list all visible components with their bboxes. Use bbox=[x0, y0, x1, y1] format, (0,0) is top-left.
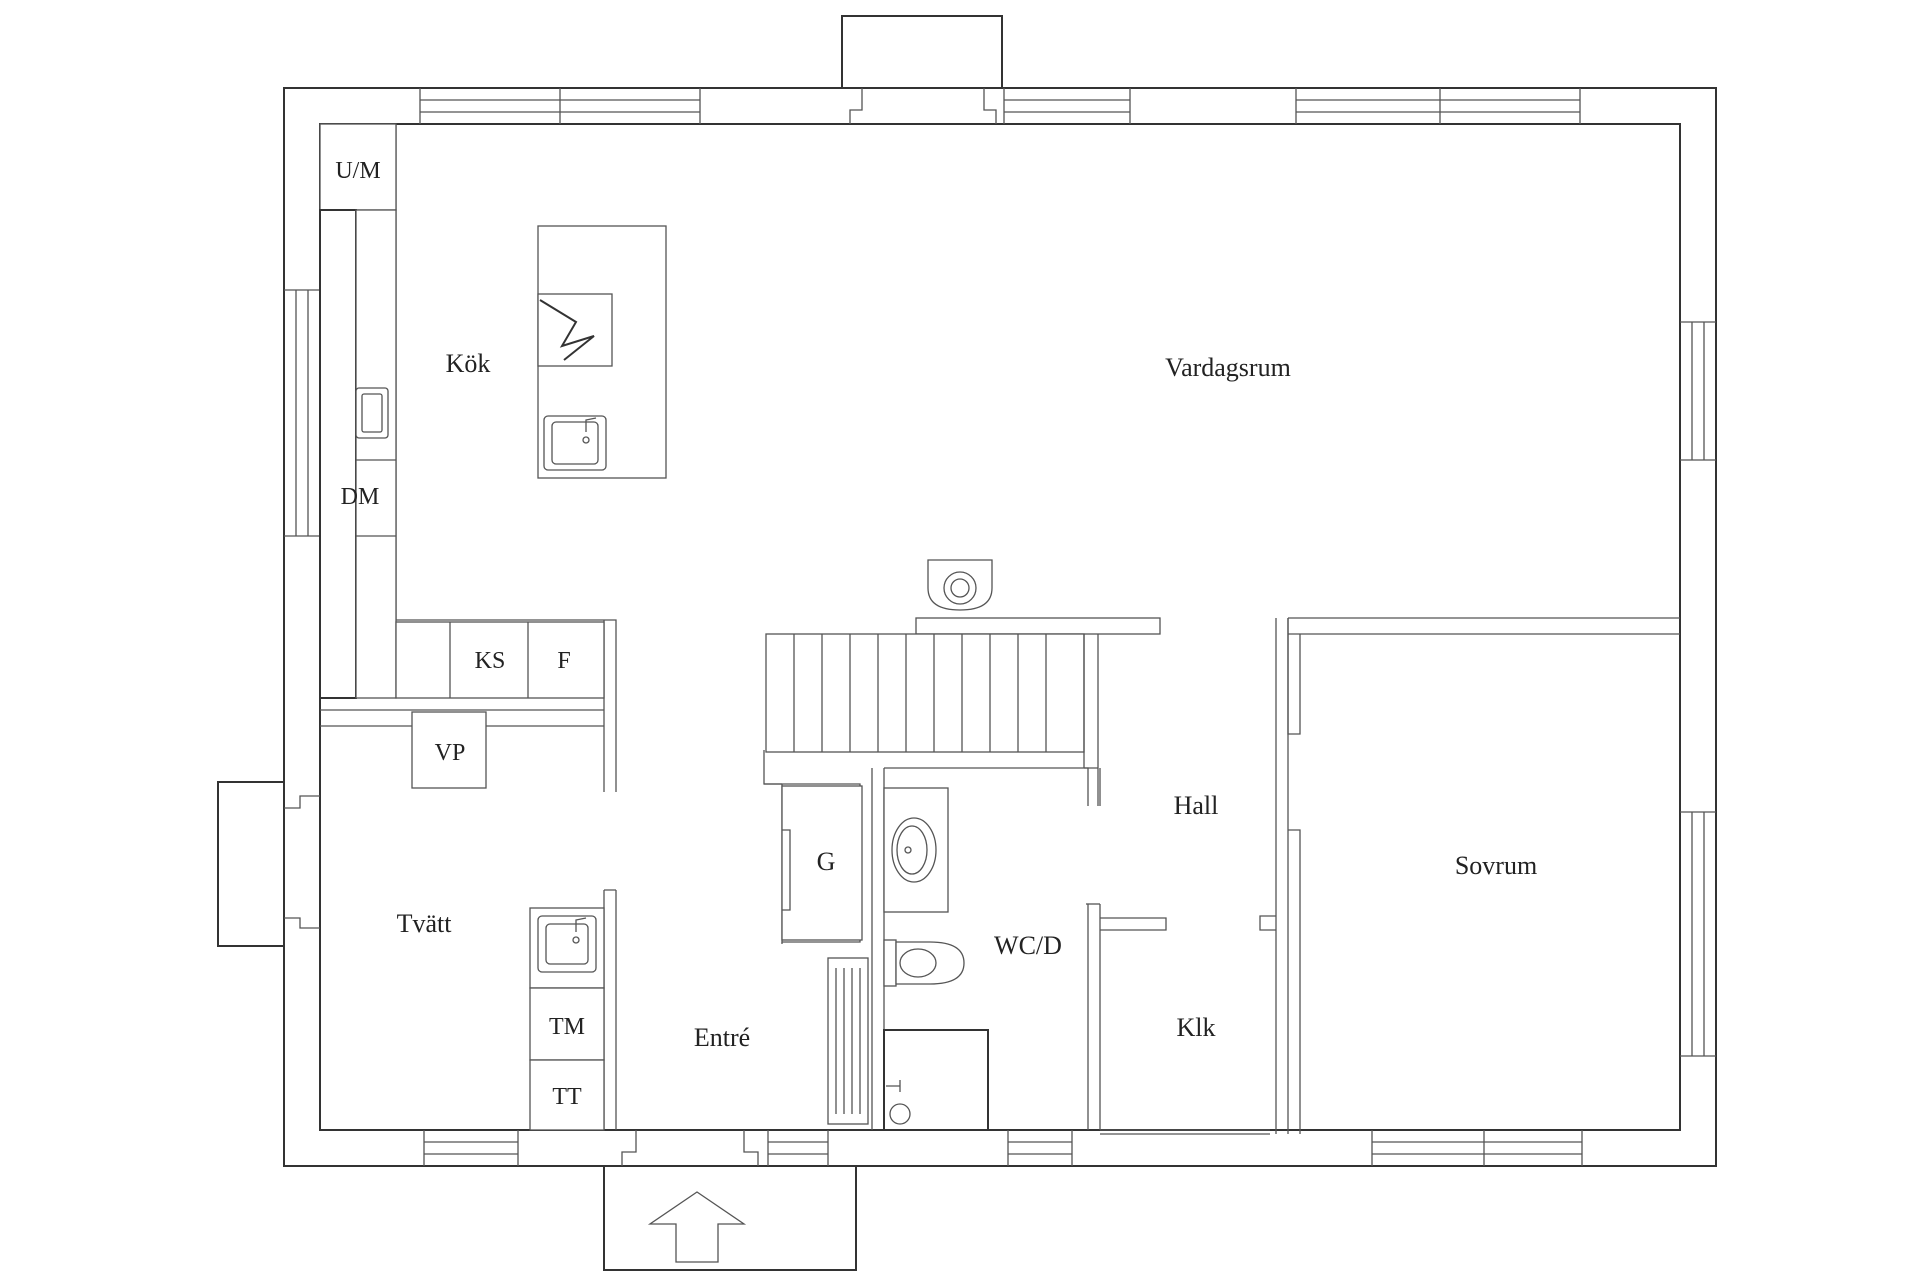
chimney-inner bbox=[849, 88, 997, 124]
water-heater-label: VP bbox=[435, 740, 466, 766]
laundry-fixtures bbox=[411, 711, 605, 1131]
kitchen-label: Kök bbox=[446, 349, 491, 378]
front-door-opening bbox=[621, 1130, 759, 1166]
front-porch bbox=[603, 1165, 857, 1271]
hall-label: Hall bbox=[1174, 791, 1219, 820]
entrance-arrow-icon bbox=[647, 1191, 747, 1263]
kitchen-island bbox=[537, 225, 667, 479]
microwave-label: U/M bbox=[335, 158, 380, 184]
bedroom-label: Sovrum bbox=[1455, 851, 1537, 880]
dishwasher-label: DM bbox=[341, 484, 380, 510]
chimney bbox=[841, 15, 1003, 89]
freezer-label: F bbox=[557, 648, 570, 674]
entrance-label: Entré bbox=[694, 1023, 750, 1052]
toilet-icon bbox=[883, 939, 965, 987]
bathroom-fixtures bbox=[883, 787, 989, 1131]
washbasin-icon bbox=[891, 817, 937, 883]
kitchen-counters bbox=[319, 123, 605, 699]
stairs bbox=[765, 633, 1099, 806]
living-room-label: Vardagsrum bbox=[1165, 353, 1291, 382]
fridge-label: KS bbox=[475, 648, 506, 674]
side-bump bbox=[217, 781, 285, 947]
closet-label: Klk bbox=[1177, 1013, 1216, 1042]
windows bbox=[284, 88, 1716, 1166]
laundry-label: Tvätt bbox=[397, 909, 453, 938]
entry-rack bbox=[827, 957, 869, 1125]
fireplace-icon bbox=[915, 559, 1161, 635]
toilet-shower-label: WC/D bbox=[994, 931, 1062, 960]
dryer-label: TT bbox=[552, 1084, 582, 1110]
washing-machine-label: TM bbox=[549, 1014, 585, 1040]
shower-icon bbox=[883, 1029, 989, 1131]
wardrobe-label: G bbox=[817, 847, 836, 876]
wardrobe bbox=[781, 785, 863, 941]
